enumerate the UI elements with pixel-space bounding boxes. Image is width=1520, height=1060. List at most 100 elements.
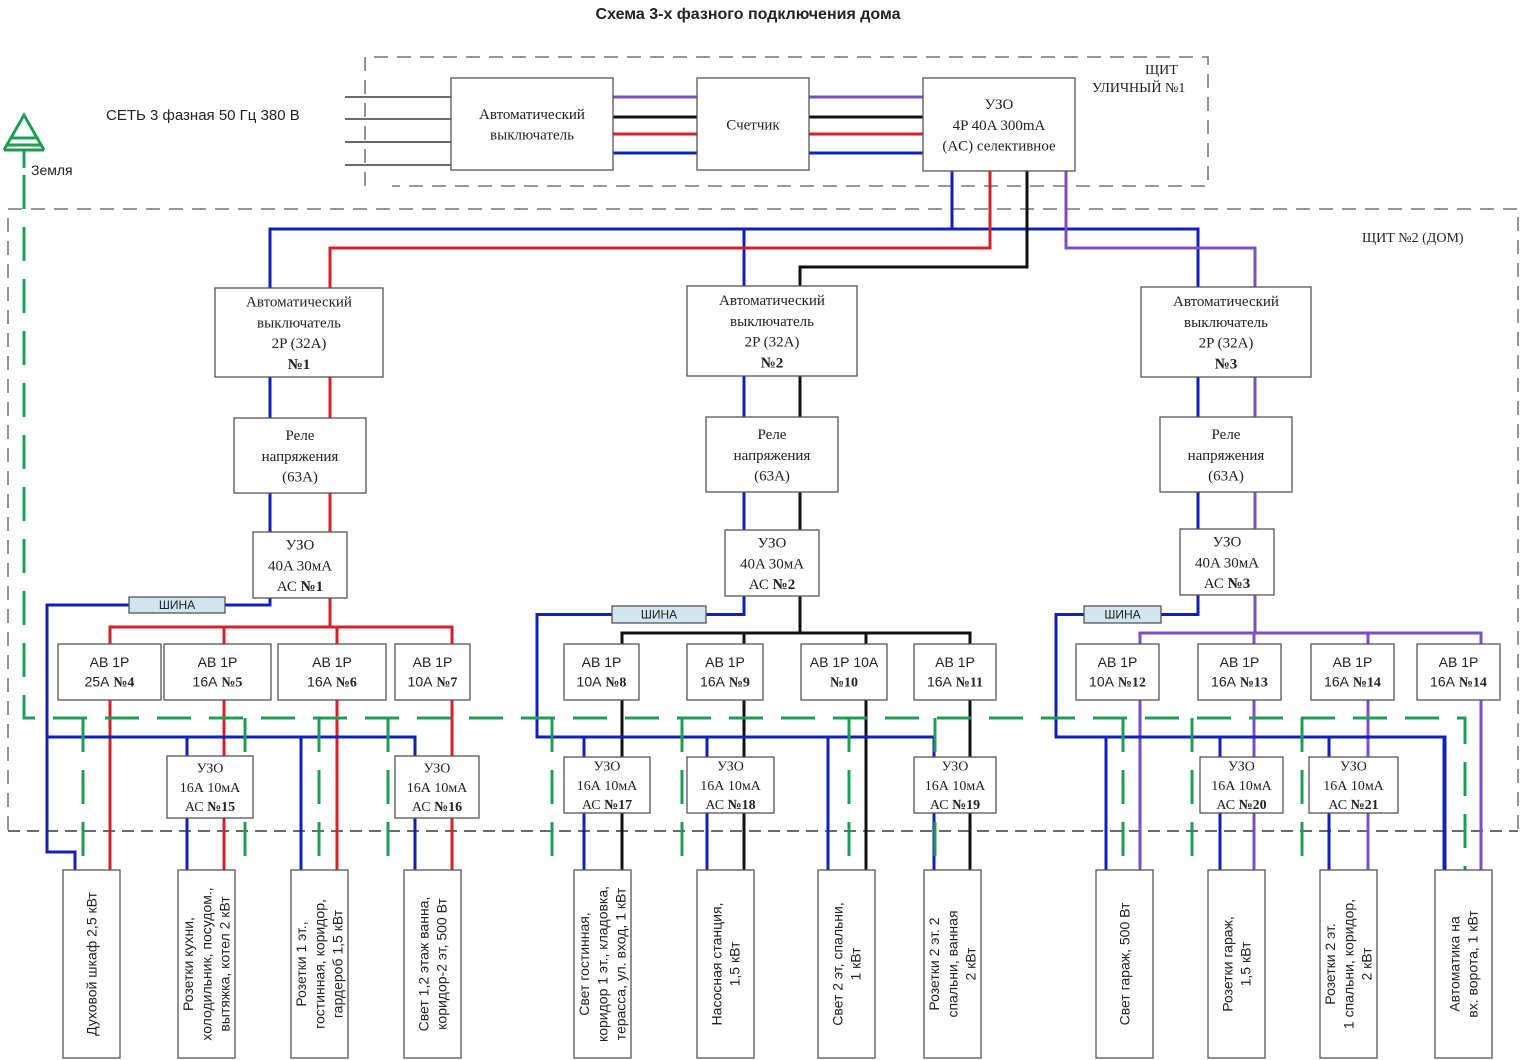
branch-breaker xyxy=(1075,643,1160,701)
street-main-breaker xyxy=(450,77,614,171)
street-panel-label: ЩИТ xyxy=(1145,63,1178,78)
branch-rcd-label-line: УЗО xyxy=(942,760,969,775)
neutral-bus-wire xyxy=(45,603,131,854)
branch-breaker-label-line: 16А №13 xyxy=(1211,674,1268,691)
branch-rcd xyxy=(563,756,651,814)
branch-rcd-label-line: УЗО xyxy=(717,760,744,775)
branch-breaker-label-line: 16А №11 xyxy=(927,674,983,691)
load-label-line: коридор-2 эт, 500 Вт xyxy=(434,898,450,1030)
load-label: Розетки кухни,холодильник, посудом.,вытя… xyxy=(180,887,232,1040)
branch-breaker xyxy=(686,643,764,701)
group-rcd-1-label-line: АС №1 xyxy=(277,579,323,595)
supply-label: СЕТЬ 3 фазная 50 Гц 380 В xyxy=(106,107,300,124)
group-rcd-1 xyxy=(252,531,348,599)
branch-breaker-label-line: 16А №14 xyxy=(1430,674,1487,691)
load-box xyxy=(573,869,632,1059)
load-label-line: 1,5 кВт xyxy=(727,941,743,986)
group-rcd-3-label-line: УЗО xyxy=(1213,535,1242,551)
branch-rcd xyxy=(913,756,997,814)
load-box xyxy=(177,869,236,1059)
branch-breaker-label-line: №10 xyxy=(830,676,858,691)
branch-rcd-label-line: 16А 10мА xyxy=(700,779,761,794)
branch-rcd-label-line: 16А 10мА xyxy=(407,781,468,796)
branch-rcd-label-line: АС №15 xyxy=(185,800,235,815)
voltage-relay-2-label-line: Реле xyxy=(758,427,787,443)
ground-wires xyxy=(22,175,1467,870)
branch-breaker-label-line: АВ 1Р xyxy=(1333,654,1373,670)
load-box xyxy=(290,869,349,1059)
group-rcd-3-label-line: 40A 30мА xyxy=(1195,555,1259,571)
branch-breaker-label-line: 25А №4 xyxy=(85,674,135,691)
street-rcd-label-line: 4P 40A 300mA xyxy=(953,118,1046,134)
branch-breaker-label-line: 16А №5 xyxy=(193,674,243,691)
group-rcd-3 xyxy=(1179,528,1275,596)
load-label-line: Свет 2 эт, спальни, xyxy=(829,902,845,1025)
voltage-relay-2 xyxy=(705,416,839,493)
branch-breaker-label-line: АВ 1Р xyxy=(935,654,975,670)
load-box xyxy=(403,869,462,1059)
branch-rcd-label-line: АС №19 xyxy=(930,798,980,813)
branch-breaker-label-line: 16А №9 xyxy=(700,674,750,691)
voltage-relay-1-label-line: Реле xyxy=(286,428,315,444)
branch-breaker xyxy=(1310,643,1395,701)
load-box xyxy=(817,869,876,1059)
main-breaker-3 xyxy=(1140,286,1312,378)
branch-rcd xyxy=(394,755,480,819)
main-breaker-2-label-line: 2P (32A) xyxy=(745,335,800,351)
main-breaker-1-label-line: Автоматический xyxy=(246,295,352,311)
branch-breaker-label-line: АВ 1Р xyxy=(705,654,745,670)
load-label: Розетки гараж,1,5 кВт xyxy=(1219,916,1253,1012)
branch-breaker xyxy=(1416,643,1501,701)
load-box xyxy=(923,869,982,1059)
voltage-relay-3 xyxy=(1159,416,1293,493)
load-label-line: Насосная станция, xyxy=(708,903,724,1026)
branch-breaker-label-line: 10А №12 xyxy=(1089,674,1146,691)
branch-rcd-label-line: АС №21 xyxy=(1328,798,1378,813)
neutral-wire xyxy=(704,594,746,616)
branch-rcd xyxy=(166,755,254,819)
group-rcd-3-label-line: АС №3 xyxy=(1204,576,1250,592)
earth-ground-icon xyxy=(2,111,46,168)
branch-rcd xyxy=(1199,756,1284,814)
voltage-relay-3-label-line: напряжения xyxy=(1188,448,1265,464)
branch-rcd-label-line: АС №20 xyxy=(1216,798,1266,813)
branch-breaker-label-line: АВ 1Р xyxy=(413,654,453,670)
components xyxy=(2,77,1501,1059)
neutral-bus xyxy=(128,596,226,614)
labels: СЕТЬ 3 фазная 50 Гц 380 ВЗемляАвтоматиче… xyxy=(31,63,1487,1042)
neutral-bus xyxy=(611,605,707,624)
ground-trunk xyxy=(22,175,1467,870)
load-label-line: коридор 1 эт., кладовка, xyxy=(594,886,610,1042)
load-box xyxy=(1319,869,1378,1059)
main-breaker-2-label-line: выключатель xyxy=(730,314,814,330)
neutral-bus-wire xyxy=(535,613,614,739)
load-label: Насосная станция,1,5 кВт xyxy=(708,903,742,1026)
load-label-line: вытяжка, котел 2 кВт xyxy=(217,896,233,1032)
branch-rcd-label-line: 16А 10мА xyxy=(925,779,986,794)
street-rcd-label-line: УЗО xyxy=(985,97,1014,113)
main-breaker-1-label-line: №1 xyxy=(288,357,311,373)
diagram-title: Схема 3-х фазного подключения дома xyxy=(596,6,901,23)
load-label-line: 2 кВт xyxy=(1359,947,1375,981)
wires xyxy=(45,95,1483,872)
branch-breaker xyxy=(800,643,888,701)
load-label: Свет 1,2 этаж ванна,коридор-2 эт, 500 Вт xyxy=(415,897,449,1032)
load-label-line: Свет гараж, 500 Вт xyxy=(1116,902,1132,1025)
load-label-line: 1,5 кВт xyxy=(1238,941,1254,986)
load-label-line: гостинная, коридор, xyxy=(311,899,327,1029)
branch-rcd xyxy=(1308,756,1399,814)
main-breaker-3-label-line: Автоматический xyxy=(1173,294,1279,310)
load-label: Розетки 2 эт.1 спальни, коридор,2 кВт xyxy=(1322,899,1374,1029)
load-label-line: гардероб 1,5 кВт xyxy=(330,909,346,1018)
branch-breaker xyxy=(394,643,471,701)
street-rcd-label-line: (AC) селективное xyxy=(942,138,1056,154)
load-label-line: 1 кВт xyxy=(848,947,864,981)
load-label-line: спальни, ванная xyxy=(944,910,960,1017)
main-breaker-1-label-line: выключатель xyxy=(257,315,341,331)
load-label-line: Розетки 2 эт. xyxy=(1322,923,1338,1004)
main-breaker-1 xyxy=(214,287,384,378)
load-label-line: терасса, ул. вход, 1 кВт xyxy=(613,887,629,1040)
